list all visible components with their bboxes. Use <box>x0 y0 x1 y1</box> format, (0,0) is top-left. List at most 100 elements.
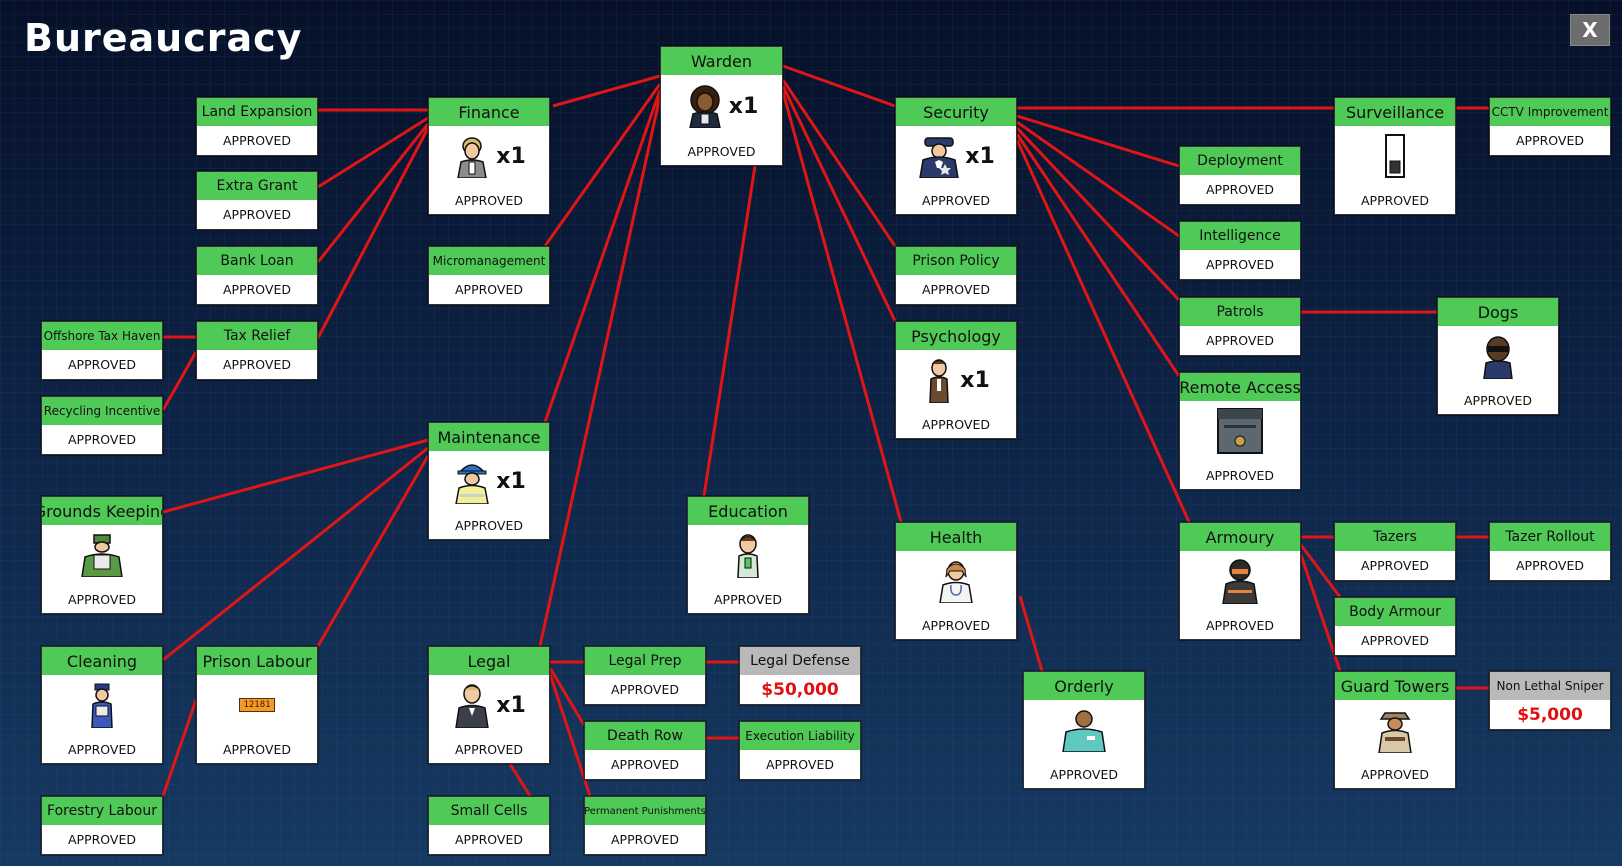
status-label: APPROVED <box>1205 333 1274 348</box>
node-micromanagement[interactable]: Micromanagement APPROVED <box>428 246 550 305</box>
node-title: Permanent Punishments <box>585 797 705 825</box>
cctv-camera-icon <box>1385 134 1405 178</box>
node-non-lethal-sniper[interactable]: Non Lethal Sniper $5,000 <box>1489 671 1611 730</box>
node-tazer-rollout[interactable]: Tazer Rollout APPROVED <box>1489 522 1611 581</box>
node-orderly[interactable]: Orderly APPROVED <box>1023 671 1145 789</box>
node-extra-grant[interactable]: Extra Grant APPROVED <box>196 171 318 230</box>
node-forestry-labour[interactable]: Forestry Labour APPROVED <box>41 796 163 855</box>
node-maintenance[interactable]: Maintenance x1 APPROVED <box>428 422 550 540</box>
node-grounds-keeping[interactable]: Grounds Keeping APPROVED <box>41 496 163 614</box>
node-prison-policy[interactable]: Prison Policy APPROVED <box>895 246 1017 305</box>
status-label: APPROVED <box>67 832 136 847</box>
node-psychology[interactable]: Psychology x1 APPROVED <box>895 321 1017 439</box>
status-label: APPROVED <box>921 416 990 432</box>
node-permanent-punishments[interactable]: Permanent Punishments APPROVED <box>584 796 706 855</box>
status-label: APPROVED <box>454 282 523 297</box>
dependency-line <box>781 85 897 322</box>
node-health[interactable]: Health APPROVED <box>895 522 1017 640</box>
node-title: Bank Loan <box>197 247 317 275</box>
staff-count: x1 <box>965 143 995 169</box>
node-body-armour[interactable]: Body Armour APPROVED <box>1334 597 1456 656</box>
node-title: Land Expansion <box>197 98 317 126</box>
orderly-icon <box>1062 710 1106 752</box>
node-title: Legal <box>429 647 549 675</box>
node-execution-liability[interactable]: Execution Liability APPROVED <box>739 721 861 780</box>
node-tazers[interactable]: Tazers APPROVED <box>1334 522 1456 581</box>
node-title: Health <box>896 523 1016 551</box>
node-title: Execution Liability <box>740 722 860 750</box>
dependency-line <box>1015 133 1181 377</box>
node-title: Prison Labour <box>197 647 317 675</box>
node-offshore-tax-haven[interactable]: Offshore Tax Haven APPROVED <box>41 321 163 380</box>
node-finance[interactable]: Finance x1 APPROVED <box>428 97 550 215</box>
node-title: Small Cells <box>429 797 549 825</box>
node-patrols[interactable]: Patrols APPROVED <box>1179 297 1301 356</box>
status-label: APPROVED <box>67 591 136 607</box>
staff-count: x1 <box>496 692 526 718</box>
dependency-line <box>781 79 897 247</box>
node-intelligence[interactable]: Intelligence APPROVED <box>1179 221 1301 280</box>
node-deployment[interactable]: Deployment APPROVED <box>1179 146 1301 205</box>
status-label: APPROVED <box>222 357 291 372</box>
dependency-line <box>702 165 757 497</box>
dependency-line <box>162 446 429 662</box>
labour-ticket-icon: 12181 <box>239 698 275 712</box>
node-armoury[interactable]: Armoury APPROVED <box>1179 522 1301 640</box>
node-title: Cleaning <box>42 647 162 675</box>
node-title: Security <box>896 98 1016 126</box>
node-cctv-improvement[interactable]: CCTV Improvement APPROVED <box>1489 97 1611 156</box>
teacher-icon <box>737 534 759 578</box>
node-title: Surveillance <box>1335 98 1455 126</box>
node-cleaning[interactable]: Cleaning APPROVED <box>41 646 163 764</box>
node-surveillance[interactable]: Surveillance APPROVED <box>1334 97 1456 215</box>
node-title: Death Row <box>585 722 705 750</box>
node-title: Extra Grant <box>197 172 317 200</box>
node-prison-labour[interactable]: Prison Labour 12181 APPROVED <box>196 646 318 764</box>
node-security[interactable]: Security x1 APPROVED <box>895 97 1017 215</box>
node-small-cells[interactable]: Small Cells APPROVED <box>428 796 550 855</box>
status-label: APPROVED <box>222 133 291 148</box>
price-label: $50,000 <box>761 679 839 700</box>
node-legal[interactable]: Legal x1 APPROVED <box>428 646 550 764</box>
dependency-line <box>1016 114 1180 168</box>
dependency-line <box>543 83 662 247</box>
node-title: Prison Policy <box>896 247 1016 275</box>
node-recycling-incentive[interactable]: Recycling Incentive APPROVED <box>41 396 163 455</box>
status-label: APPROVED <box>1515 133 1584 148</box>
node-dogs[interactable]: Dogs APPROVED <box>1437 297 1559 415</box>
node-title: Tax Relief <box>197 322 317 350</box>
dependency-line <box>162 438 429 514</box>
node-bank-loan[interactable]: Bank Loan APPROVED <box>196 246 318 305</box>
dependency-line <box>316 127 430 339</box>
node-legal-defense[interactable]: Legal Defense $50,000 <box>739 646 861 705</box>
node-education[interactable]: Education APPROVED <box>687 496 809 614</box>
node-title: Maintenance <box>429 423 549 451</box>
node-death-row[interactable]: Death Row APPROVED <box>584 721 706 780</box>
node-title: Finance <box>429 98 549 126</box>
warden-icon <box>688 85 721 128</box>
status-label: APPROVED <box>67 432 136 447</box>
node-title: Offshore Tax Haven <box>42 322 162 350</box>
node-remote-access[interactable]: Remote Access APPROVED <box>1179 372 1301 490</box>
close-button[interactable]: X <box>1570 14 1610 46</box>
node-title: Remote Access <box>1180 373 1300 401</box>
gardener-icon <box>81 534 123 577</box>
dependency-line <box>1015 126 1181 302</box>
dependency-line <box>1299 554 1342 672</box>
node-tax-relief[interactable]: Tax Relief APPROVED <box>196 321 318 380</box>
status-label: APPROVED <box>1049 766 1118 782</box>
node-title: Orderly <box>1024 672 1144 700</box>
node-title: Recycling Incentive <box>42 397 162 425</box>
dependency-line <box>316 455 430 647</box>
dependency-line <box>782 64 896 108</box>
dependency-line <box>552 74 661 108</box>
node-guard-towers[interactable]: Guard Towers APPROVED <box>1334 671 1456 789</box>
node-land-expansion[interactable]: Land Expansion APPROVED <box>196 97 318 156</box>
node-legal-prep[interactable]: Legal Prep APPROVED <box>584 646 706 705</box>
node-warden[interactable]: Warden x1 APPROVED <box>660 46 783 166</box>
status-label: APPROVED <box>713 591 782 607</box>
status-label: APPROVED <box>222 282 291 297</box>
status-label: APPROVED <box>687 143 756 159</box>
node-title: Legal Defense <box>740 647 860 675</box>
